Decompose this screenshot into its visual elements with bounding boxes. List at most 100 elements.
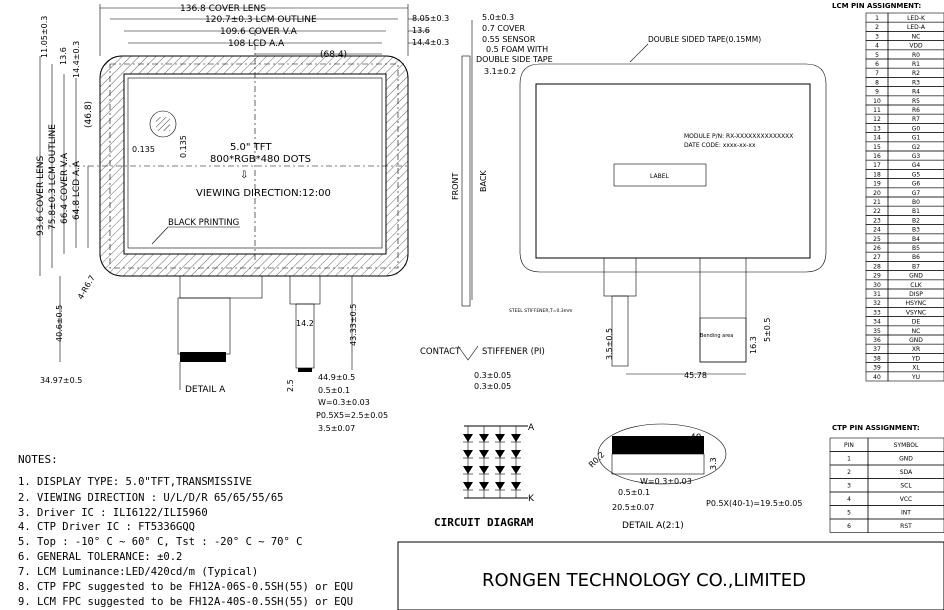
led-diode — [463, 482, 473, 490]
ctp-pin-title: CTP PIN ASSIGNMENT: — [832, 424, 920, 432]
lcm-outline — [109, 63, 399, 269]
lcm-pin-symbol: G6 — [912, 181, 921, 188]
back-dim-2: 16.3 — [749, 336, 758, 354]
led-diode — [463, 434, 473, 442]
side-foam: 0.5 FOAM WITH — [486, 45, 548, 54]
title-block: RONGEN TECHNOLOGY CO.,LIMITED — [397, 541, 944, 610]
lcm-pin-symbol: G7 — [912, 190, 921, 197]
lcm-pin-number: 15 — [873, 144, 881, 151]
detail-circle — [597, 423, 727, 485]
ctp-pin-symbol: SDA — [900, 469, 913, 476]
side-tape: DOUBLE SIDE TAPE — [476, 55, 553, 64]
detail-gap: 0.5±0.1 — [618, 488, 650, 497]
lcm-pin-number: 20 — [873, 190, 881, 197]
company-name: RONGEN TECHNOLOGY CO.,LIMITED — [482, 570, 806, 591]
lcm-pin-number: 29 — [873, 273, 881, 280]
lcm-pin-number: 18 — [873, 171, 881, 178]
double-sided-tape — [519, 63, 827, 273]
note-1: 1. DISPLAY TYPE: 5.0"TFT,TRANSMISSIVE — [18, 476, 252, 488]
lcm-pin-symbol: G5 — [912, 171, 921, 178]
note-7: 7. LCM Luminance:LED/420cd/m (Typical) — [18, 566, 258, 578]
lcm-pin-number: 8 — [875, 79, 879, 86]
dim-ctp-length: 43.33±0.5 — [349, 304, 358, 346]
led-diode — [495, 450, 505, 458]
lcm-pin-symbol: G4 — [912, 162, 921, 169]
lcm-pin-row: 18 G5 — [865, 169, 944, 179]
detail-title: DETAIL A(2:1) — [622, 521, 684, 531]
circuit-diagram: A K CIRCUIT DIAGRAM — [434, 423, 535, 529]
led-diode — [479, 450, 489, 458]
lcm-pin-number: 16 — [873, 153, 881, 160]
led-diode — [463, 466, 473, 474]
side-cover: 0.7 COVER — [482, 24, 526, 33]
lcm-pin-symbol: GND — [909, 337, 923, 344]
led-diode — [511, 482, 521, 490]
lcm-fpc-stiffener — [179, 275, 263, 299]
lcm-pin-symbol: NC — [912, 328, 921, 335]
lcm-pin-symbol: VDD — [909, 43, 923, 50]
lcm-pin-row: 37 XR — [865, 343, 944, 354]
lcm-pin-symbol: B7 — [912, 263, 920, 270]
lcm-pin-symbol: VSYNC — [906, 309, 926, 316]
led-diode — [511, 434, 521, 442]
lcm-pin-symbol: R0 — [912, 52, 920, 59]
lcm-pin-symbol: LED-A — [907, 24, 926, 31]
lcm-pin-symbol: CLK — [910, 282, 923, 289]
lcm-pin-number: 7 — [875, 70, 879, 77]
pixel-dim-v: 0.135 — [179, 135, 188, 158]
lcm-pin-number: 5 — [875, 52, 879, 59]
lcm-pin-symbol: R5 — [912, 98, 920, 105]
lcm-pin-number: 11 — [873, 107, 881, 114]
lcm-pin-symbol: HSYNC — [906, 300, 927, 307]
lcm-pin-symbol: DE — [912, 319, 921, 326]
dim-cover-lens-height: 93.6 COVER LENS — [36, 155, 46, 236]
lcm-pin-number: 19 — [873, 181, 881, 188]
resolution: 800*RGB*480 DOTS — [210, 154, 311, 165]
dim-ctp-pitch: P0.5X5=2.5±0.05 — [316, 411, 388, 420]
lcm-pin-number: 6 — [875, 61, 879, 68]
ctp-pin-symbol: VCC — [900, 496, 912, 503]
lcm-pin-row: 19 G6 — [865, 178, 944, 189]
lcm-pin-number: 40 — [873, 374, 881, 381]
side-back-label: BACK — [479, 170, 488, 192]
lcm-pin-number: 33 — [873, 309, 881, 316]
lcm-pin-number: 30 — [873, 282, 881, 289]
ctp-pin-symbol: SCL — [900, 483, 912, 490]
tape-label: DOUBLE SIDED TAPE(0.15MM) — [648, 35, 761, 44]
lcm-pin-row: 5 R0 — [865, 49, 944, 60]
side-thickness: 5.0±0.3 — [482, 13, 514, 22]
back-stiffener — [603, 257, 637, 297]
module-pn: MODULE P/N: RX-XXXXXXXXXXXXXX — [684, 133, 793, 140]
lcm-pin-symbol: XL — [912, 365, 920, 372]
lcm-pin-number: 21 — [873, 199, 881, 206]
lcm-pin-number: 12 — [873, 116, 881, 123]
dim-ctp-fpc-width: 14.2 — [296, 319, 314, 328]
side-contact-label: CONTACT — [420, 347, 461, 357]
title-block-frame — [397, 541, 944, 610]
back-lcm-fpc — [699, 257, 747, 363]
note-3: 3. Driver IC : ILI6122/ILI5960 — [18, 507, 208, 519]
lcm-pin-symbol: B5 — [912, 245, 920, 252]
dim-cover-va-width: 109.6 COVER V.A — [220, 27, 298, 37]
ctp-header-pin: PIN — [844, 442, 854, 449]
lcm-pin-number: 32 — [873, 300, 881, 307]
lcm-pin-symbol: XR — [912, 346, 920, 353]
detail-fpc-body — [611, 453, 705, 475]
lcm-pin-row: 20 G7 — [865, 187, 944, 198]
lcm-pin-number: 37 — [873, 346, 881, 353]
ctp-fpc — [295, 303, 315, 369]
